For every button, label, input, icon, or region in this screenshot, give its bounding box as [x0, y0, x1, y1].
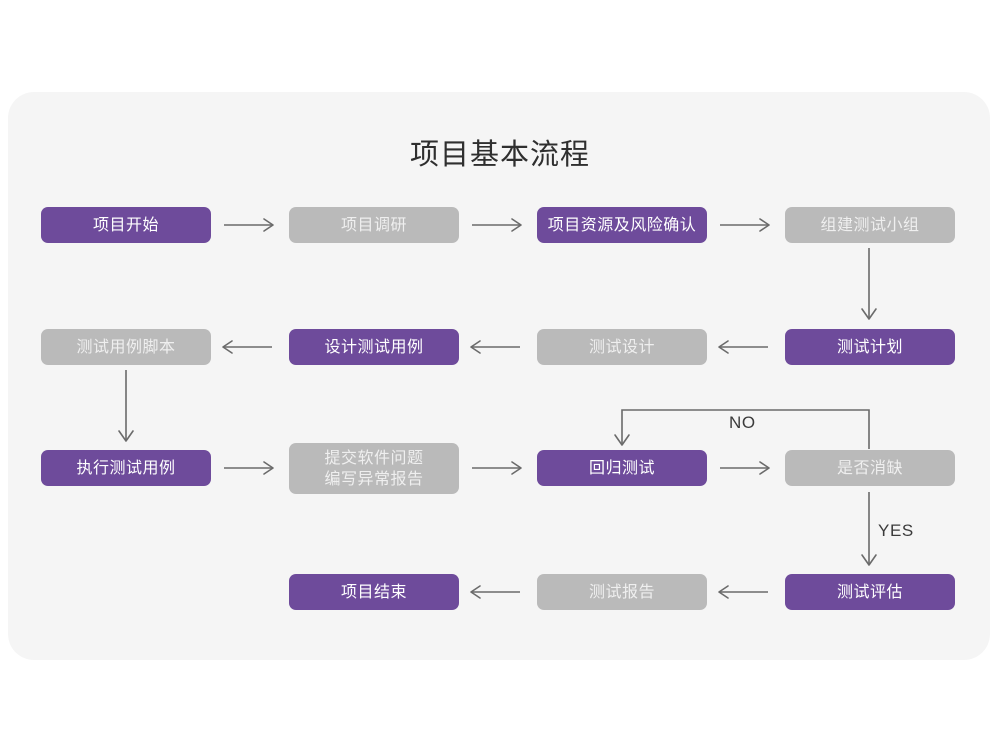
node-resource-risk-confirm[interactable]: 项目资源及风险确认: [537, 207, 707, 243]
node-project-end[interactable]: 项目结束: [289, 574, 459, 610]
node-defect-resolved[interactable]: 是否消缺: [785, 450, 955, 486]
edge-n11-n12: [720, 461, 770, 475]
edge-n2-n3: [472, 218, 522, 232]
node-test-design[interactable]: 测试设计: [537, 329, 707, 365]
edge-n6-n5: [222, 340, 272, 354]
node-test-evaluation[interactable]: 测试评估: [785, 574, 955, 610]
edge-label-no: NO: [729, 413, 756, 432]
edge-n15-n14: [718, 585, 768, 599]
node-test-case-script[interactable]: 测试用例脚本: [41, 329, 211, 365]
node-regression-test[interactable]: 回归测试: [537, 450, 707, 486]
edge-n4-n8: [861, 248, 877, 320]
node-test-plan[interactable]: 测试计划: [785, 329, 955, 365]
edge-n3-n4: [720, 218, 770, 232]
diagram-card: [8, 92, 990, 660]
page-title: 项目基本流程: [409, 139, 590, 171]
edge-label-yes: YES: [878, 521, 914, 540]
node-project-research[interactable]: 项目调研: [289, 207, 459, 243]
node-test-report[interactable]: 测试报告: [537, 574, 707, 610]
node-design-test-case[interactable]: 设计测试用例: [289, 329, 459, 365]
edge-n5-n9: [118, 370, 134, 442]
edge-n14-n13: [470, 585, 520, 599]
edge-n12-n15-yes: [861, 492, 877, 566]
edge-n7-n6: [470, 340, 520, 354]
node-execute-test-case[interactable]: 执行测试用例: [41, 450, 211, 486]
node-submit-defect-report[interactable]: 提交软件问题 编写异常报告: [289, 443, 459, 494]
node-project-start[interactable]: 项目开始: [41, 207, 211, 243]
edge-n10-n11: [472, 461, 522, 475]
edge-n9-n10: [224, 461, 274, 475]
edge-n8-n7: [718, 340, 768, 354]
node-form-test-team[interactable]: 组建测试小组: [785, 207, 955, 243]
edge-n1-n2: [224, 218, 274, 232]
